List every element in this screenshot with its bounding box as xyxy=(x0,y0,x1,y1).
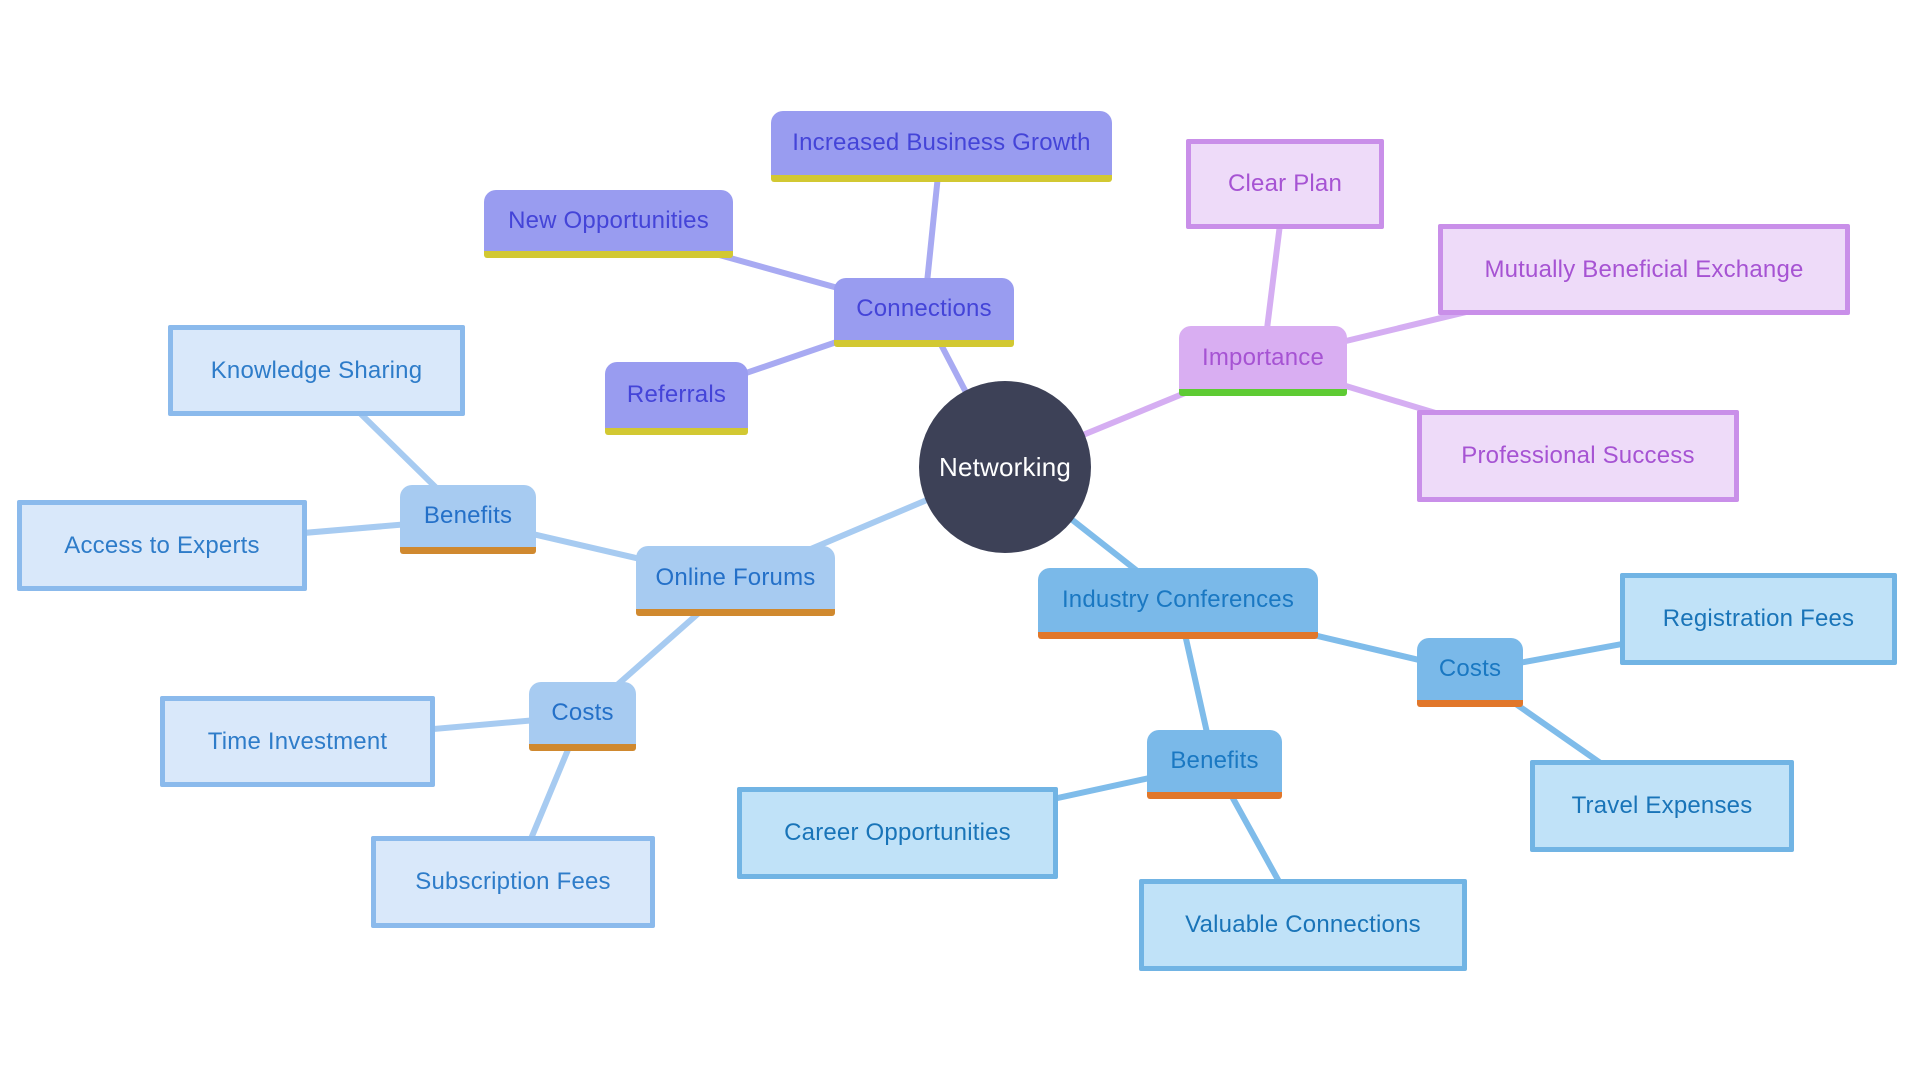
node-new-opportunities: New Opportunities xyxy=(484,190,733,258)
node-career-opportunities: Career Opportunities xyxy=(737,787,1058,879)
node-connections: Connections xyxy=(834,278,1014,347)
node-networking: Networking xyxy=(919,381,1091,553)
node-valuable-connections: Valuable Connections xyxy=(1139,879,1467,971)
node-knowledge-sharing: Knowledge Sharing xyxy=(168,325,465,416)
node-costs-conferences: Costs xyxy=(1417,638,1523,707)
node-industry-conferences: Industry Conferences xyxy=(1038,568,1318,639)
node-professional-success: Professional Success xyxy=(1417,410,1739,502)
node-benefits-forums: Benefits xyxy=(400,485,536,554)
node-importance: Importance xyxy=(1179,326,1347,396)
node-subscription-fees: Subscription Fees xyxy=(371,836,655,928)
node-travel-expenses: Travel Expenses xyxy=(1530,760,1794,852)
node-online-forums: Online Forums xyxy=(636,546,835,616)
node-time-investment: Time Investment xyxy=(160,696,435,787)
node-costs-forums: Costs xyxy=(529,682,636,751)
node-clear-plan: Clear Plan xyxy=(1186,139,1384,229)
node-referrals: Referrals xyxy=(605,362,748,435)
node-benefits-conferences: Benefits xyxy=(1147,730,1282,799)
node-increased-business-growth: Increased Business Growth xyxy=(771,111,1112,182)
node-registration-fees: Registration Fees xyxy=(1620,573,1897,665)
node-access-to-experts: Access to Experts xyxy=(17,500,307,591)
node-mutually-beneficial-exchange: Mutually Beneficial Exchange xyxy=(1438,224,1850,315)
